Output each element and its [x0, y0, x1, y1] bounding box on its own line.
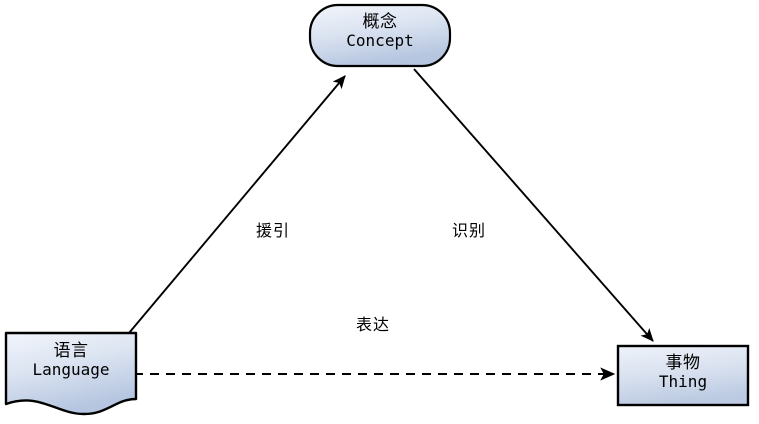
node-concept[interactable] [308, 3, 452, 68]
node-thing[interactable] [616, 344, 750, 407]
edge-concept-to-thing [413, 68, 654, 342]
edge-language-to-concept [128, 75, 346, 334]
node-language[interactable] [4, 331, 138, 416]
